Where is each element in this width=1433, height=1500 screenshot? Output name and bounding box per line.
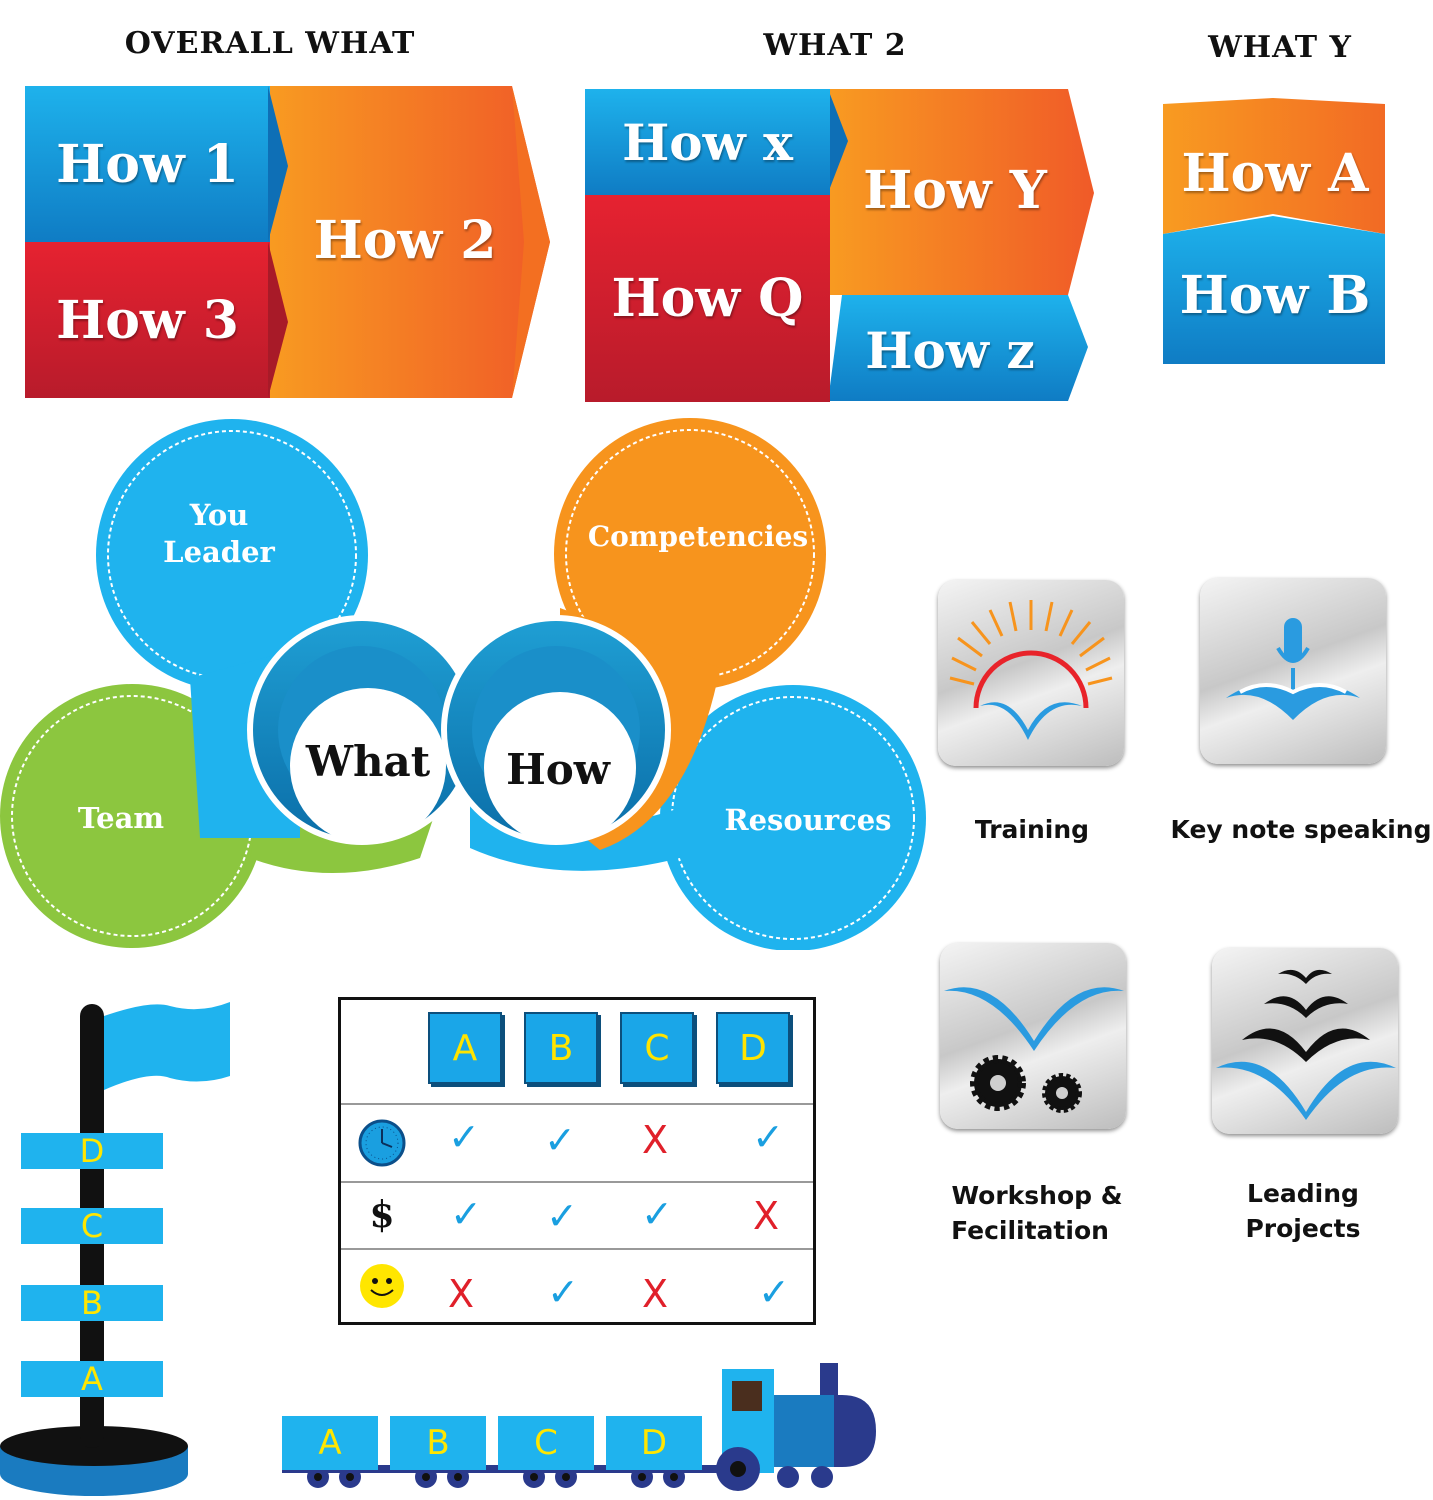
how-b-label: How B	[1179, 264, 1371, 326]
train-car-a: A	[282, 1416, 378, 1470]
flag-level-a: A	[21, 1361, 163, 1397]
how-center-circle[interactable]	[484, 692, 636, 844]
training-label: Training	[974, 815, 1090, 844]
how-z-tile[interactable]: How z	[840, 300, 1060, 400]
how-2-label: How 2	[313, 209, 497, 271]
leading-icon-box[interactable]	[1212, 948, 1398, 1134]
keynote-label: Key note speaking	[1170, 815, 1432, 844]
what-center-circle[interactable]	[290, 688, 446, 844]
mark-r1-b: ✓	[544, 1118, 576, 1162]
mark-r3-a: X	[447, 1272, 475, 1316]
clock-icon	[358, 1119, 406, 1167]
dollar-icon: $	[369, 1194, 395, 1236]
title-overall-what: OVERALL WHAT	[124, 26, 416, 61]
how-a-label: How A	[1181, 142, 1369, 204]
how-2-tile[interactable]: How 2	[290, 160, 520, 320]
mark-r2-b: ✓	[546, 1194, 578, 1238]
competencies-label: Competencies	[588, 520, 808, 553]
what-label: What	[305, 737, 431, 786]
matrix-header-b: B	[524, 1012, 598, 1084]
leading-label-line2: Projects	[1245, 1214, 1361, 1243]
flag-level-c: C	[21, 1208, 163, 1244]
workshop-label-line1: Workshop &	[951, 1181, 1123, 1210]
mark-r2-a: ✓	[450, 1192, 482, 1236]
mark-r2-d: X	[752, 1194, 780, 1238]
how-label: How	[506, 745, 611, 794]
matrix-header-c: C	[620, 1012, 694, 1084]
how-a-tile[interactable]: How A	[1163, 118, 1387, 228]
how-x-tile[interactable]: How x	[585, 89, 830, 195]
resources-label: Resources	[724, 803, 891, 837]
how-q-tile[interactable]: How Q	[585, 195, 830, 402]
microphone-book-icon	[1226, 618, 1360, 720]
flag-level-b: B	[21, 1285, 163, 1321]
mark-r2-c: ✓	[641, 1192, 673, 1236]
smiley-icon	[360, 1264, 404, 1308]
matrix-divider-3	[341, 1248, 813, 1250]
group3-shapes	[1163, 98, 1385, 364]
mark-r1-a: ✓	[448, 1115, 480, 1159]
mark-r1-d: ✓	[752, 1115, 784, 1159]
how-3-tile[interactable]: How 3	[25, 242, 270, 398]
how-y-tile[interactable]: How Y	[840, 140, 1070, 240]
comparison-matrix	[338, 997, 816, 1325]
matrix-divider-2	[341, 1181, 813, 1183]
keynote-icon-box[interactable]	[1200, 578, 1386, 764]
matrix-header-a: A	[428, 1012, 502, 1084]
leading-label-line1: Leading	[1247, 1179, 1359, 1208]
leader-label: Leader	[163, 535, 275, 569]
flying-birds-icon	[1216, 969, 1396, 1120]
mark-r3-c: X	[641, 1272, 669, 1316]
mark-r1-c: X	[641, 1118, 669, 1162]
mark-r3-d: ✓	[758, 1270, 790, 1314]
flag-pole-base	[0, 1002, 230, 1496]
train-car-d: D	[606, 1416, 702, 1470]
bird-gears-icon	[944, 987, 1124, 1113]
workshop-label-line2: Fecilitation	[951, 1216, 1109, 1245]
flag-level-d: D	[21, 1133, 163, 1169]
train-car-b: B	[390, 1416, 486, 1470]
how-3-label: How 3	[56, 289, 239, 351]
what-how-circle-diagram: You Leader Competencies Team Resources W…	[0, 418, 926, 950]
flag-icon	[104, 1002, 230, 1090]
group1-fold-blue	[268, 86, 288, 398]
title-what-y: WHAT Y	[1208, 30, 1352, 65]
you-label: You	[189, 498, 249, 532]
training-icon-box[interactable]	[938, 580, 1124, 766]
how-b-tile[interactable]: How B	[1163, 240, 1387, 350]
matrix-divider-1	[341, 1103, 813, 1105]
matrix-header-d: D	[716, 1012, 790, 1084]
group2-arrows	[828, 89, 1094, 401]
title-what-2: WHAT 2	[763, 28, 907, 63]
train-engine	[282, 1363, 876, 1491]
team-label: Team	[78, 801, 164, 835]
how-1-tile[interactable]: How 1	[25, 86, 270, 242]
workshop-icon-box[interactable]	[940, 943, 1126, 1129]
how-z-label: How z	[865, 320, 1035, 380]
mark-r3-b: ✓	[547, 1270, 579, 1314]
how-y-label: How Y	[863, 159, 1047, 221]
train-car-c: C	[498, 1416, 594, 1470]
how-1-label: How 1	[56, 133, 239, 195]
how-x-label: How x	[622, 112, 793, 172]
sunrise-bird-icon	[949, 600, 1113, 740]
how-q-label: How Q	[611, 268, 804, 329]
group1-orange-arrow	[268, 86, 550, 398]
